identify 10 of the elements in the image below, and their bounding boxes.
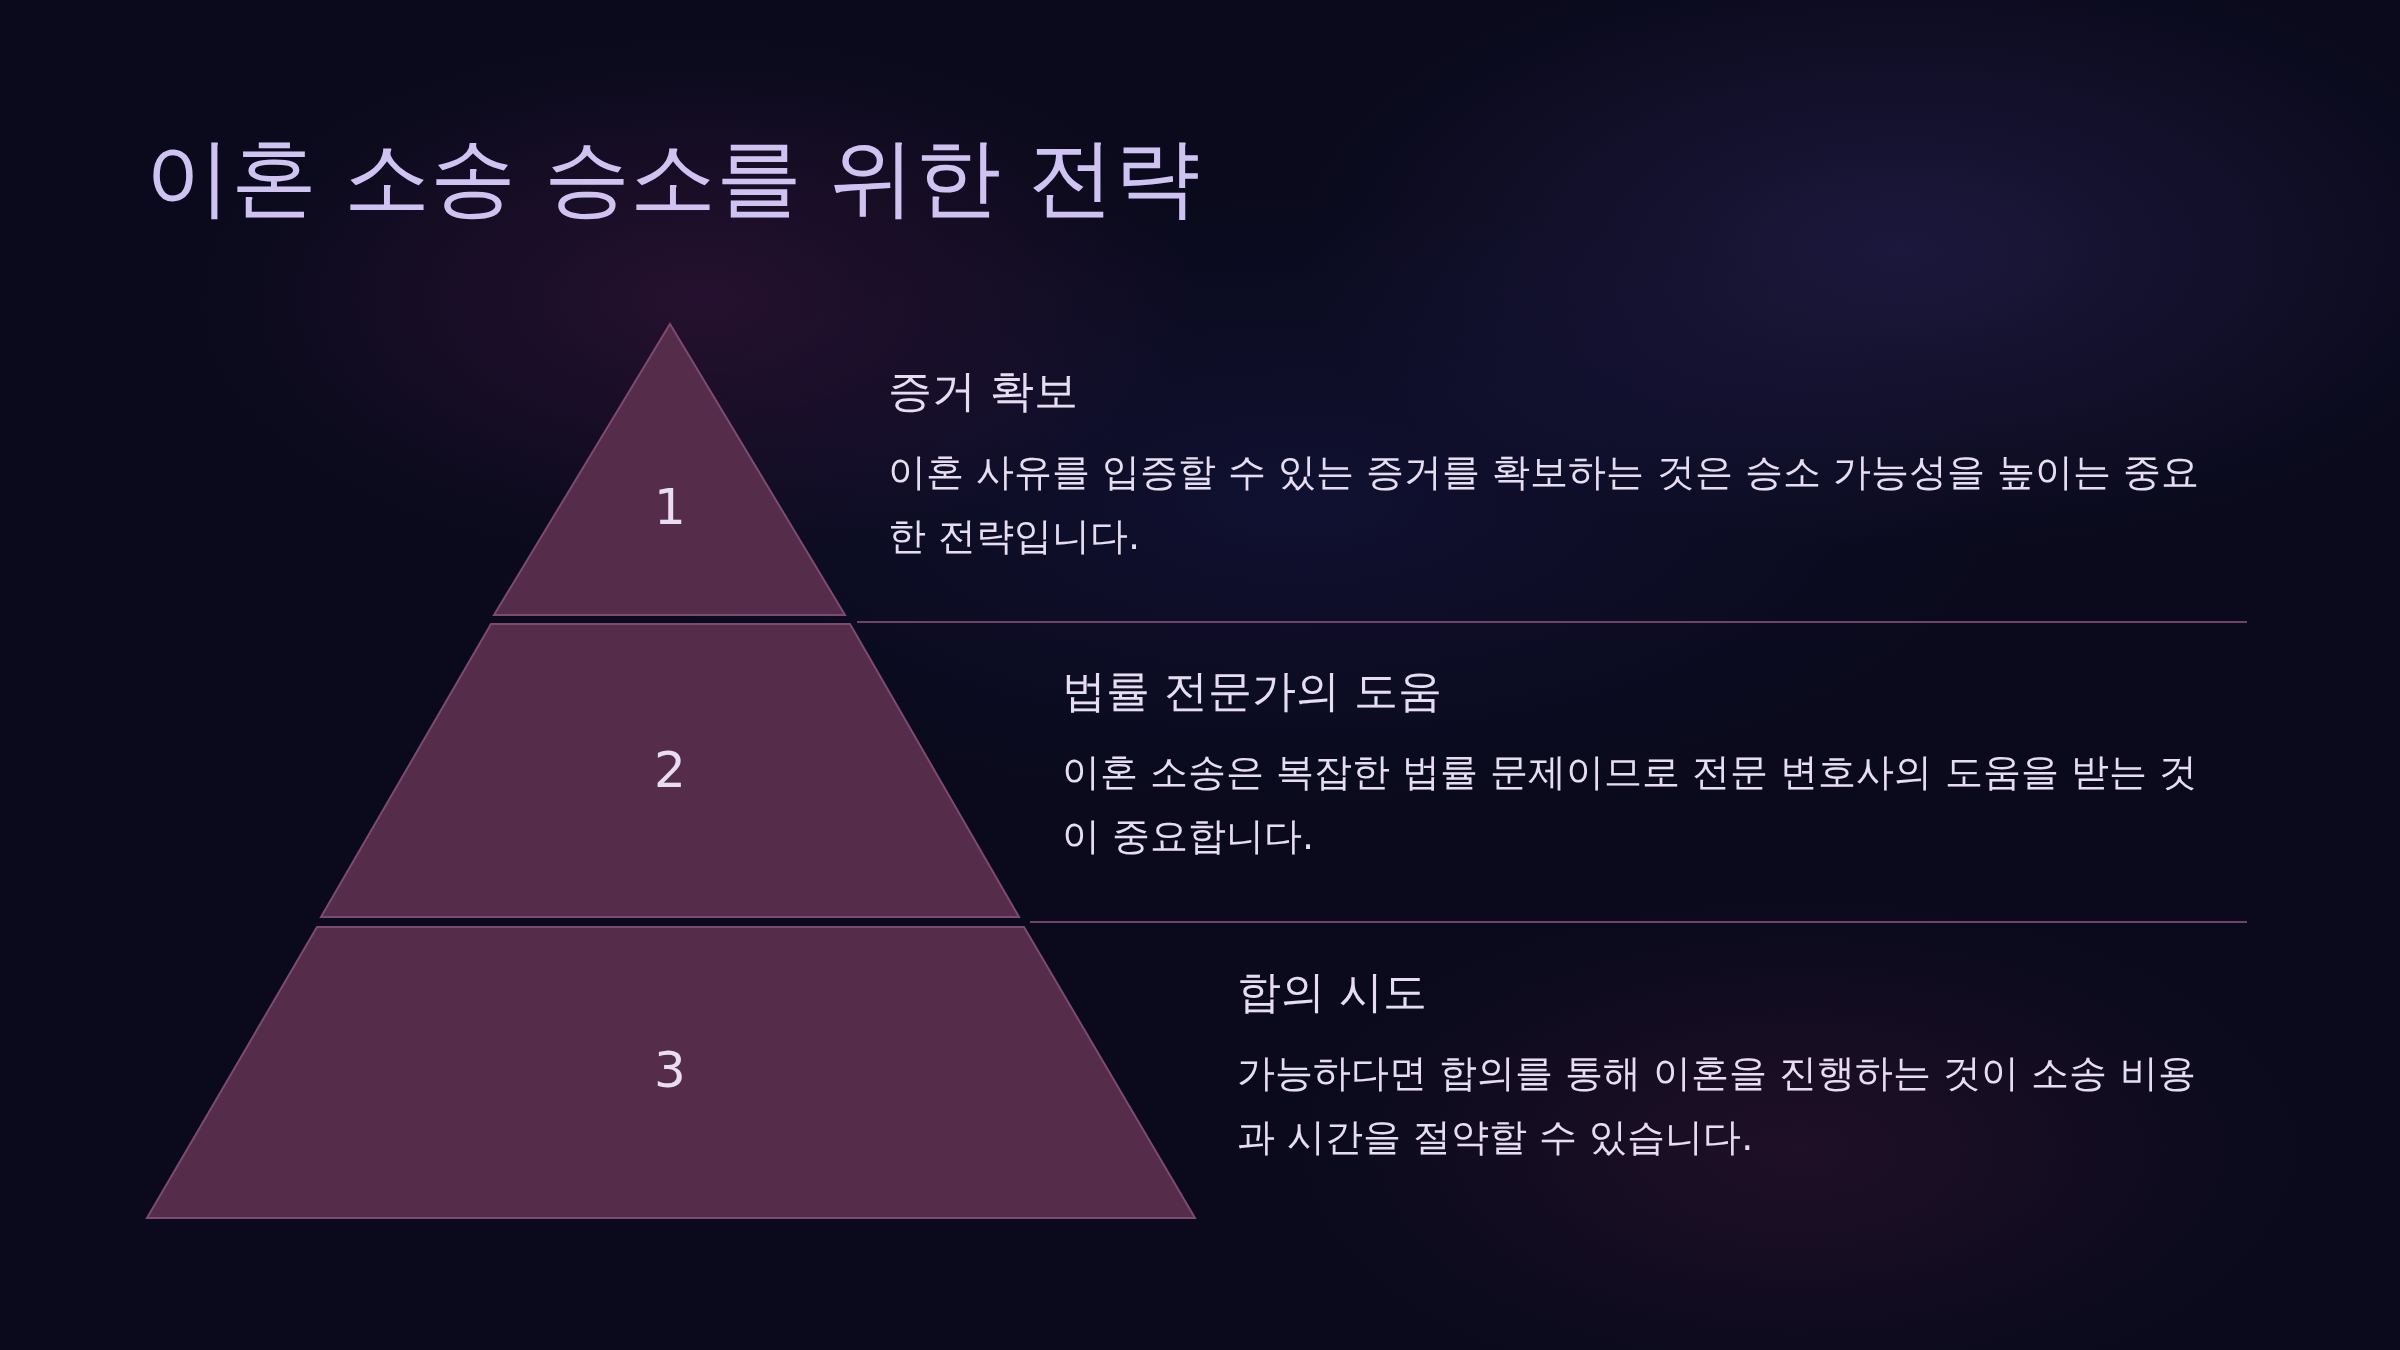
step-heading: 합의 시도 xyxy=(1237,965,1427,1019)
slide-title: 이혼 소송 승소를 위한 전략 xyxy=(145,126,1201,229)
step-number: 1 xyxy=(654,478,686,536)
step-description: 이혼 소송은 복잡한 법률 문제이므로 전문 변호사의 도움을 받는 것이 중요합니다. xyxy=(1062,749,2198,860)
step-number: 2 xyxy=(654,741,686,799)
step-heading: 법률 전문가의 도움 xyxy=(1062,664,1442,718)
step-description: 가능하다면 합의를 통해 이혼을 진행하는 것이 소송 비용과 시간을 절약할 수 있습니다. xyxy=(1237,1050,2197,1161)
step-description: 이혼 사유를 입증할 수 있는 증거를 확보하는 것은 승소 가능성을 높이는 중요한 전략입니다. xyxy=(888,449,2200,560)
step-number: 3 xyxy=(654,1041,686,1099)
step-heading: 증거 확보 xyxy=(888,364,1078,418)
